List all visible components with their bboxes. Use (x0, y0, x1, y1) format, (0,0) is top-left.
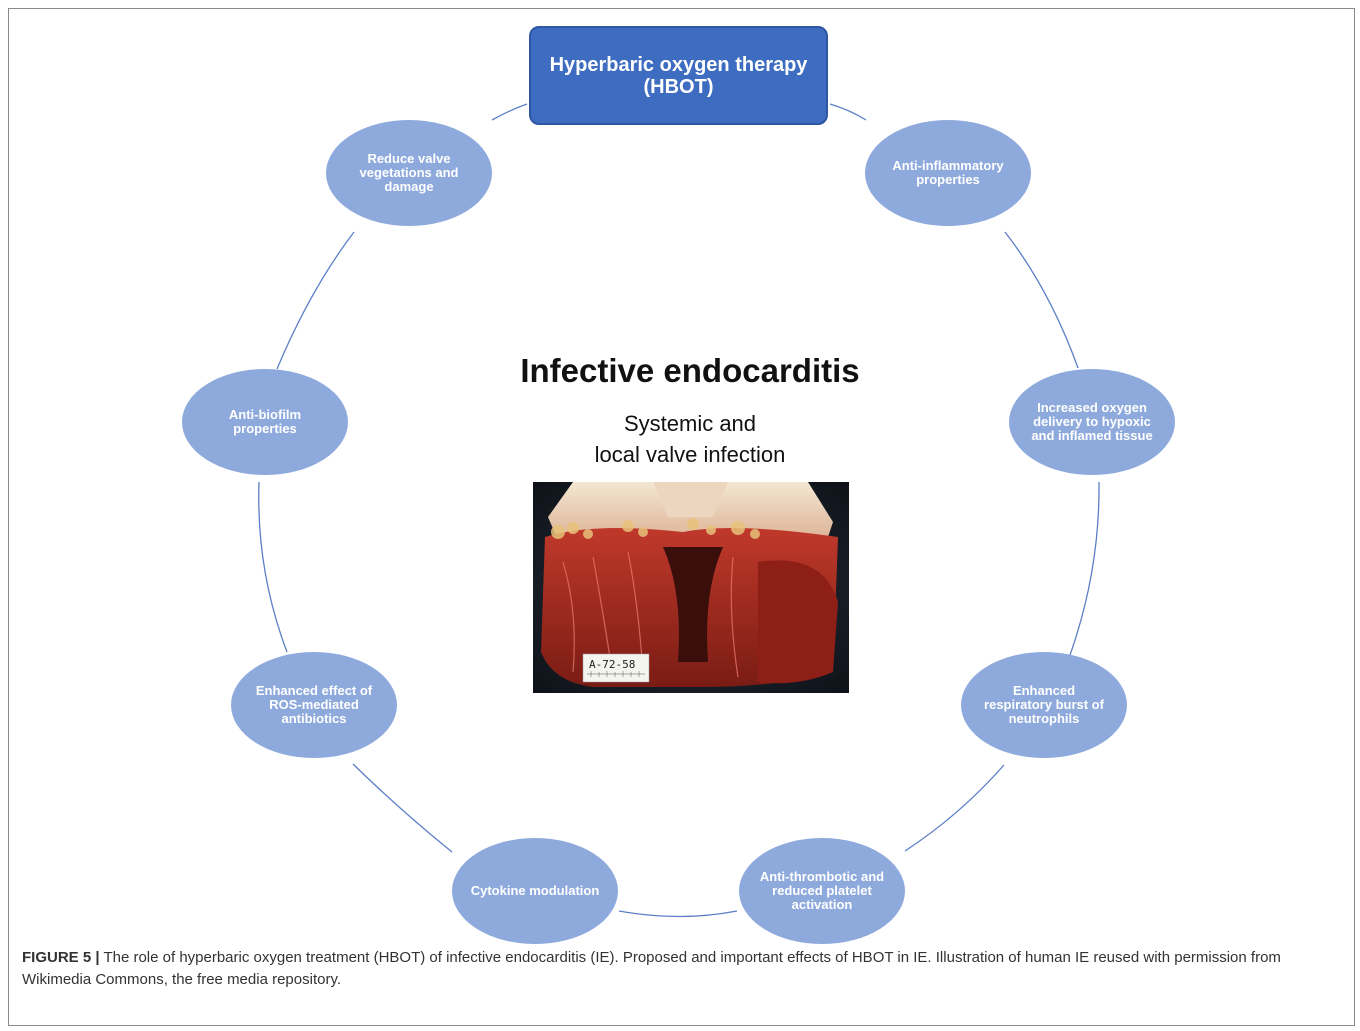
figure-label: FIGURE 5 | (22, 949, 100, 966)
connector-cytokine-to-ros-antibiotics (352, 763, 453, 853)
heart-specimen-photo: A-72-58 (533, 482, 849, 693)
connector-hub-to-anti-inflammatory (829, 103, 867, 121)
node-cytokine-modulation: Cytokine modulation (452, 838, 618, 944)
hub-title-line2: (HBOT) (643, 75, 714, 98)
center-subtitle-line1: Systemic and (623, 411, 757, 436)
connector-respiratory-burst-to-anti-thrombotic (904, 764, 1005, 852)
center-subtitle-line2: local valve infection (594, 442, 786, 467)
hbot-hub-box: Hyperbaric oxygen therapy (HBOT) (529, 26, 828, 125)
node-anti-biofilm: Anti-biofilm properties (182, 369, 348, 475)
figure-caption: FIGURE 5 | The role of hyperbaric oxygen… (22, 947, 1332, 991)
node-oxygen-delivery: Increased oxygen delivery to hypoxic and… (1009, 369, 1175, 475)
node-anti-inflammatory: Anti-inflammatory properties (865, 120, 1031, 226)
node-ros-antibiotics: Enhanced effect of ROS-mediated antibiot… (231, 652, 397, 758)
connector-valve-vegetations-to-hub (491, 103, 528, 121)
connector-ros-antibiotics-to-anti-biofilm (258, 481, 288, 653)
node-valve-vegetations: Reduce valve vegetations and damage (326, 120, 492, 226)
specimen-tag-label: A-72-58 (589, 658, 635, 671)
connector-anti-inflammatory-to-oxygen-delivery (1004, 231, 1079, 369)
connector-anti-thrombotic-to-cytokine (618, 910, 738, 918)
caption-text: The role of hyperbaric oxygen treatment … (22, 949, 1281, 988)
connector-anti-biofilm-to-valve-vegetations (276, 231, 355, 370)
node-respiratory-burst: Enhanced respiratory burst of neutrophil… (961, 652, 1127, 758)
node-anti-thrombotic: Anti-thrombotic and reduced platelet act… (739, 838, 905, 944)
figure-frame (8, 8, 1355, 1026)
hub-title-line1: Hyperbaric oxygen therapy (549, 53, 808, 76)
connector-oxygen-delivery-to-respiratory-burst (1069, 481, 1100, 656)
center-subtitle: Systemic and local valve infection (540, 408, 840, 470)
center-title: Infective endocarditis (520, 352, 860, 389)
